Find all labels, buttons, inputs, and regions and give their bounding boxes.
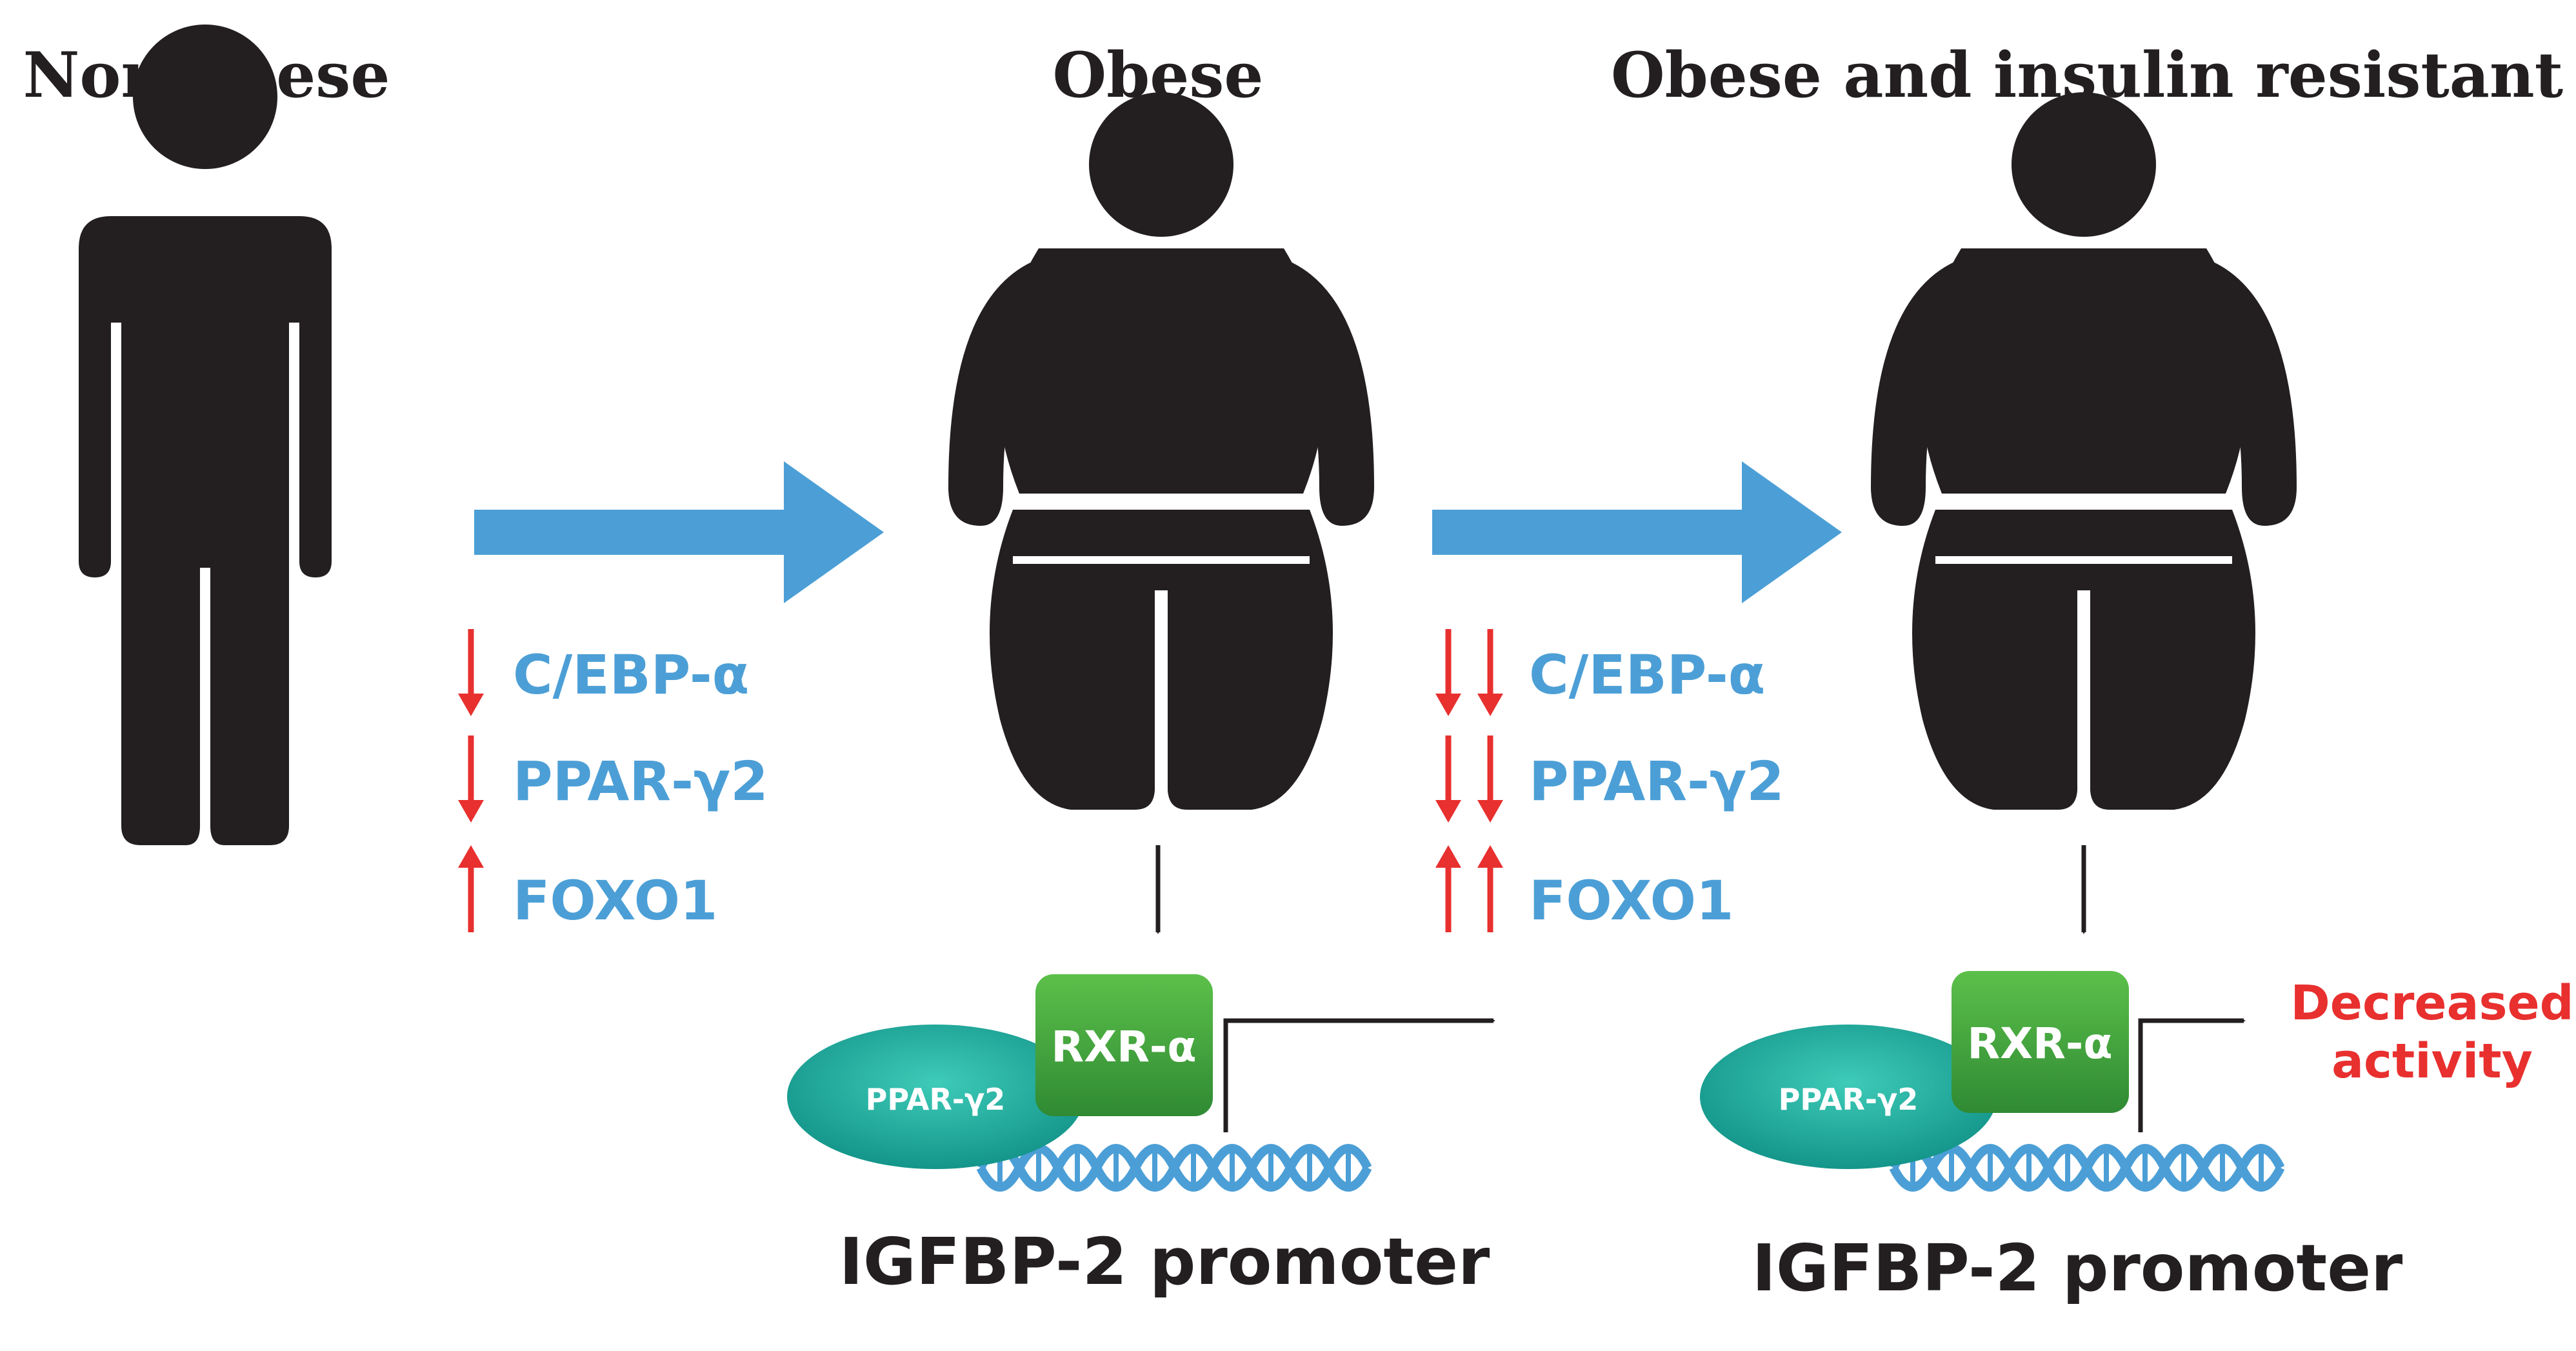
- transcription-arrow: [2138, 1018, 2246, 1132]
- gene-list-transition-1: C/EBP-α PPAR-γ2 FOXO1: [458, 629, 768, 932]
- rxr-alpha-box: [1035, 974, 1213, 1116]
- up-arrow-icon: [1435, 845, 1461, 868]
- ppar-gamma2-label: PPAR-γ2: [866, 1082, 1006, 1117]
- transition-arrow-1: [474, 461, 884, 603]
- igfbp2-promoter-label: IGFBP-2 promoter: [839, 1224, 1490, 1299]
- gene-list-transition-2: C/EBP-α PPAR-γ2 FOXO1: [1435, 629, 1784, 932]
- down-arrow-icon: [1477, 800, 1503, 823]
- dna-icon: [1893, 1148, 2281, 1187]
- decreased-activity-label-line1: Decreased: [2290, 976, 2573, 1031]
- ppar-gamma2-ellipse: [787, 1025, 1084, 1169]
- gene-foxo1: FOXO1: [1529, 869, 1733, 932]
- gene-ppar-gamma2: PPAR-γ2: [513, 750, 768, 813]
- up-arrow-icon: [458, 845, 484, 868]
- dna-icon: [981, 1148, 1368, 1187]
- gene-cebp-alpha: C/EBP-α: [513, 643, 749, 706]
- rxr-alpha-box: [1952, 971, 2129, 1113]
- ppar-gamma2-ellipse: [1700, 1025, 1997, 1169]
- gene-cebp-alpha: C/EBP-α: [1529, 643, 1765, 706]
- down-arrow-icon: [458, 694, 484, 716]
- down-arrow-icon: [458, 800, 484, 823]
- non-obese-person-icon: [79, 25, 332, 845]
- rxr-alpha-label: RXR-α: [1967, 1019, 2112, 1068]
- igfbp2-promoter-label: IGFBP-2 promoter: [1752, 1230, 2403, 1306]
- ppar-gamma2-label: PPAR-γ2: [1779, 1082, 1919, 1117]
- decreased-activity-label-line2: activity: [2331, 1034, 2533, 1089]
- obese-person-icon: [948, 92, 1374, 810]
- obese-insulin-resistant-person-icon: [1871, 92, 2297, 810]
- down-arrow-icon: [1435, 800, 1461, 823]
- gene-foxo1: FOXO1: [513, 869, 717, 932]
- down-arrow-icon: [1477, 694, 1503, 716]
- rxr-alpha-label: RXR-α: [1051, 1022, 1196, 1072]
- up-arrow-icon: [1477, 845, 1503, 868]
- gene-ppar-gamma2: PPAR-γ2: [1529, 750, 1784, 813]
- promoter-complex-obese: PPAR-γ2 RXR-α IGFBP-2 promoter: [787, 845, 1495, 1299]
- down-arrow-icon: [1435, 694, 1461, 716]
- transcription-arrow: [1223, 1018, 1495, 1132]
- transition-arrow-2: [1432, 461, 1842, 603]
- promoter-complex-insulin-resistant: PPAR-γ2 RXR-α Decreased activity IGFBP-2…: [1700, 845, 2574, 1306]
